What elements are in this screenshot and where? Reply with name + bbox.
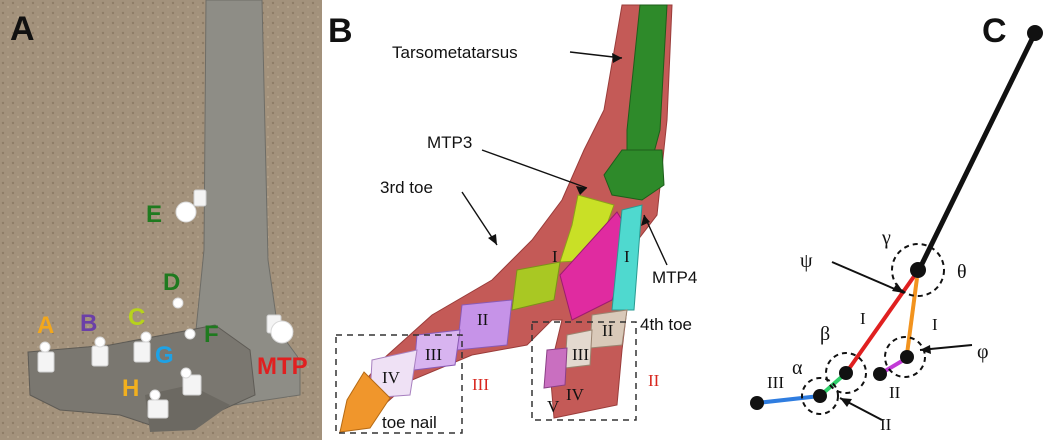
marker-label-b: B — [80, 310, 97, 337]
label-fourth-toe: 4th toe — [640, 315, 692, 334]
panel-a-photo: A E D C F A B G H MTP — [0, 0, 322, 440]
roman-toe4-v: V — [547, 397, 560, 416]
label-mtp4: MTP4 — [652, 268, 697, 287]
marker-label-e: E — [146, 201, 162, 228]
roman-toe3-ii: II — [477, 310, 489, 329]
marker-label-f: F — [204, 321, 219, 348]
angle-phi: φ — [977, 341, 989, 363]
panel-b-label: B — [328, 12, 353, 50]
roman-toe4-i: I — [624, 247, 630, 266]
angle-gamma: γ — [881, 227, 891, 249]
segment-label-red-i: I — [860, 309, 866, 328]
label-tarsometatarsus: Tarsometatarsus — [392, 43, 518, 62]
label-third-toe: 3rd toe — [380, 178, 433, 197]
roman-toe4-iii: III — [572, 345, 589, 364]
panel-c-label: C — [982, 12, 1007, 50]
link-tarsometatarsus — [919, 33, 1035, 270]
segment-label-blue-iii: III — [767, 373, 784, 392]
link-toe4-phalanx-i — [907, 278, 917, 354]
roman-toe4-ii: II — [602, 321, 614, 340]
angle-alpha: α — [792, 357, 803, 379]
pointer-arrowheads — [840, 283, 931, 407]
label-toe-nail: toe nail — [382, 413, 437, 432]
link-toe3-phalanx-iii — [757, 396, 820, 403]
roman-toe4-red: II — [648, 371, 660, 390]
roman-toe3-iv: IV — [382, 368, 401, 387]
roman-toe3-i: I — [552, 247, 558, 266]
joints — [750, 25, 1043, 410]
angle-pointers — [832, 262, 972, 420]
roman-toe3-iii: III — [425, 345, 442, 364]
marker-label-mtp: MTP — [257, 353, 308, 380]
marker-label-h: H — [122, 375, 139, 402]
panel-c-link-model: C ψ γ θ β φ α I I II II III — [732, 0, 1048, 440]
marker-label-a: A — [37, 312, 54, 339]
marker-label-g: G — [155, 342, 174, 369]
marker-label-d: D — [163, 269, 180, 296]
toe4-phalanx-4 — [544, 348, 567, 388]
roman-toe3-red: III — [472, 375, 489, 394]
angle-theta: θ — [957, 261, 967, 283]
segment-label-green-ii: II — [880, 415, 892, 434]
marker-label-c: C — [128, 304, 145, 331]
label-mtp3: MTP3 — [427, 133, 472, 152]
panel-a-label: A — [10, 10, 35, 48]
segment-label-purple-ii: II — [889, 383, 901, 402]
panel-b-skeleton-model: B Tarsometatarsus MTP3 3rd toe MTP4 4th … — [322, 0, 732, 440]
roman-toe4-iv: IV — [566, 385, 585, 404]
segment-label-orange-i: I — [932, 315, 938, 334]
angle-beta: β — [820, 323, 830, 345]
angle-psi: ψ — [800, 250, 813, 272]
